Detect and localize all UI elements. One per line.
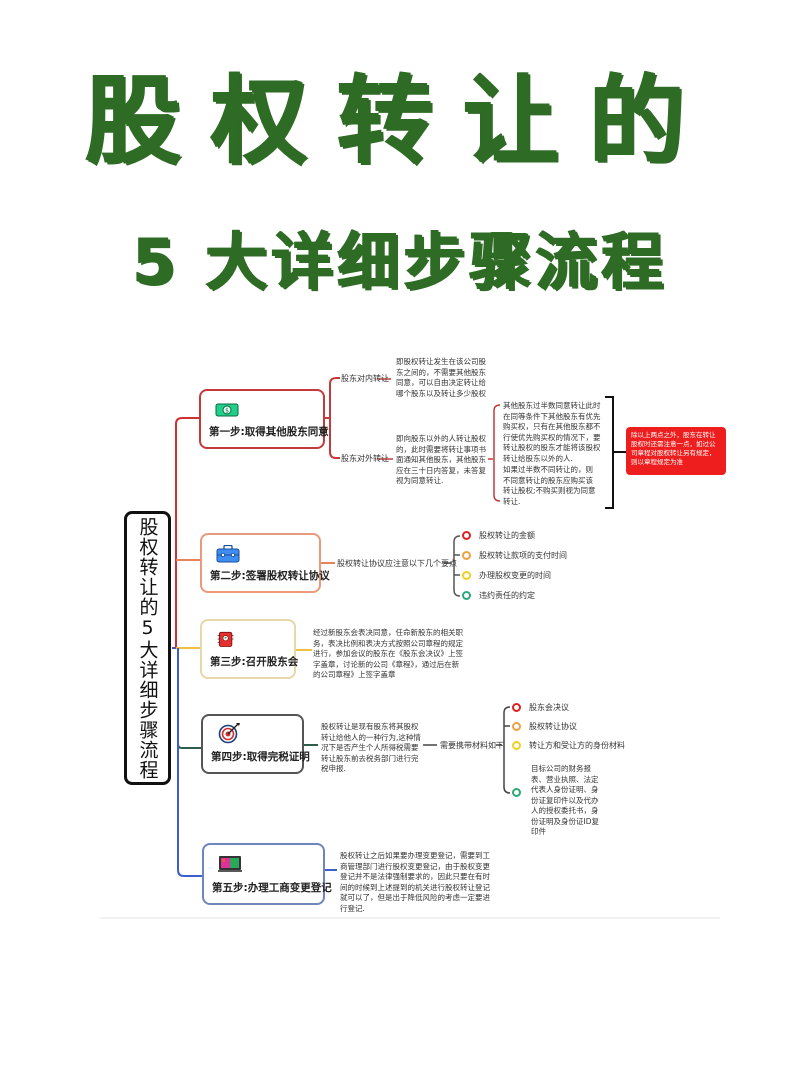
material-item: 转让方和受让方的身份材料: [512, 740, 625, 751]
branch-internal-transfer: 股东对内转让: [341, 374, 389, 383]
point-text: 办理股权变更的时间: [479, 571, 551, 580]
orange-dot-icon: [462, 551, 471, 560]
material-item: 股权转让协议: [512, 721, 577, 732]
step-2-label: 第二步:签署股权转让协议: [210, 570, 330, 582]
external-transfer-text: 即向股东以外的人转让股权的，此时需要将转让事项书面通知其他股东，其他股东应在三十…: [396, 434, 486, 485]
notebook-icon: [217, 631, 234, 647]
red-dot-icon: [462, 531, 471, 540]
yellow-dot-icon: [462, 571, 471, 580]
step-5-label: 第五步:办理工商变更登记: [212, 882, 332, 894]
articles-of-association-note: 除以上两点之外，股东在转让股权时还需注意一点，如过公司章程对股权转让另有规定，则…: [626, 427, 726, 475]
agreement-points-connector: 股权转让协议应注意以下几个要点: [337, 559, 457, 568]
svg-text:$: $: [225, 408, 229, 415]
briefcase-icon: [216, 545, 240, 563]
majority-disagree-text: 如果过半数不同转让的，则不同意转让的股东应购买该转让股权;不购买则视为同意转让.: [503, 465, 596, 506]
point-text: 转让方和受让方的身份材料: [529, 741, 625, 750]
point-text: 违约责任的约定: [479, 591, 535, 600]
point-text: 股权转让的金额: [479, 531, 535, 540]
money-bill-icon: $: [215, 403, 239, 417]
orange-dot-icon: [512, 722, 521, 731]
agreement-point: 股权转让的金额: [462, 530, 535, 541]
agreement-point: 办理股权变更的时间: [462, 570, 551, 581]
target-icon: [218, 723, 240, 744]
majority-agree-text: 其他股东过半数同意转让此时在同等条件下其他股东有优先购买权，只有在其他股东都不行…: [503, 401, 601, 463]
branch-external-transfer: 股东对外转让: [341, 454, 389, 463]
root-node: 股权转让的5大详细步骤流程: [124, 511, 171, 785]
financial-documents-text: 目标公司的财务报表、营业执照、法定代表人身份证明、身份证复印件以及代办人的授权委…: [531, 764, 599, 836]
step-3-node: 第三步:召开股东会: [200, 619, 299, 679]
divider: [100, 917, 720, 919]
internal-transfer-text: 即股权转让发生在该公司股东之间的，不需要其他股东同意，可以自由决定转让给哪个股东…: [396, 357, 486, 398]
presentation-board-icon: [218, 856, 242, 872]
step-1-node: $ 第一步:取得其他股东同意: [199, 389, 329, 449]
business-registration-text: 股权转让之后如果要办理变更登记，需要到工商管理部门进行股权变更登记，由于股权变更…: [340, 851, 490, 913]
red-dot-icon: [512, 703, 521, 712]
point-text: 股权转让协议: [529, 722, 577, 731]
tax-clearance-text: 股权转让是现有股东将其股权转让给他人的一种行为,这种情况下是否产生个人所得税需要…: [321, 722, 421, 773]
step-5-node: 第五步:办理工商变更登记: [202, 843, 332, 905]
material-item: [512, 788, 529, 797]
root-label: 股权转让的5大详细步骤流程: [136, 516, 159, 780]
material-item: 股东会决议: [512, 702, 569, 713]
step-4-label: 第四步:取得完税证明: [211, 751, 310, 763]
page-subtitle: 5 大详细步骤流程: [132, 225, 668, 298]
step-1-label: 第一步:取得其他股东同意: [209, 426, 329, 438]
agreement-point: 股权转让款项的支付时间: [462, 550, 567, 561]
materials-connector: 需要携带材料如下: [440, 741, 504, 750]
page-title: 股权转让的: [85, 65, 715, 177]
step-4-node: 第四步:取得完税证明: [201, 714, 310, 774]
shareholders-meeting-text: 经过新股东会表决同意，任命新股东的相关职务，表决比例和表决方式按照公司章程的规定…: [313, 628, 463, 679]
green-dot-icon: [512, 788, 521, 797]
yellow-dot-icon: [512, 741, 521, 750]
point-text: 股权转让款项的支付时间: [479, 551, 567, 560]
point-text: 股东会决议: [529, 703, 569, 712]
step-3-label: 第三步:召开股东会: [210, 656, 299, 668]
green-dot-icon: [462, 591, 471, 600]
step-2-node: 第二步:签署股权转让协议: [200, 533, 330, 593]
agreement-point: 违约责任的约定: [462, 590, 535, 601]
